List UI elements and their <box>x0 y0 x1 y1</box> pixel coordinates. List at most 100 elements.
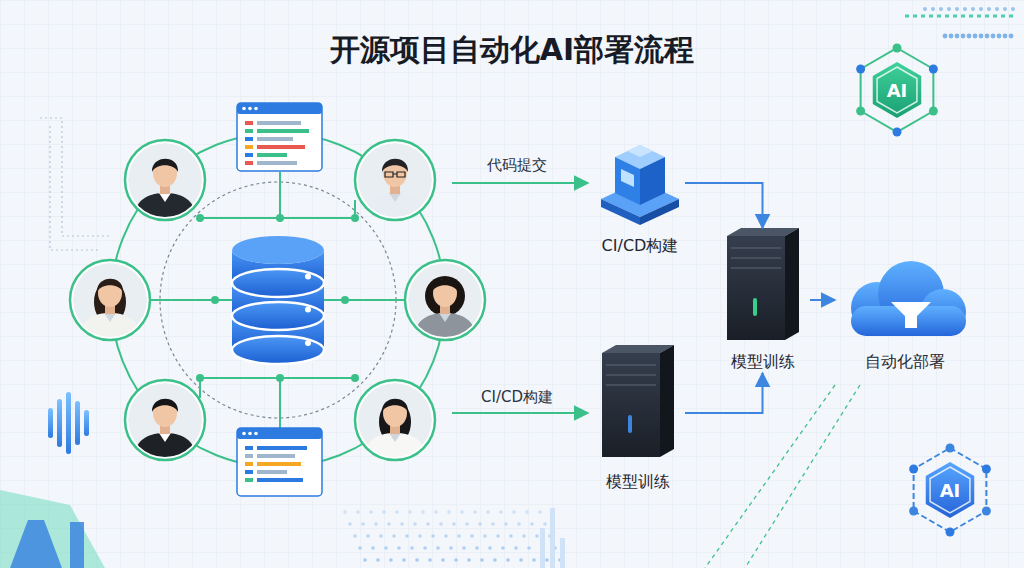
code-line <box>257 153 287 157</box>
server-front <box>602 353 660 457</box>
server-front <box>727 236 785 340</box>
decor-bar <box>560 538 565 568</box>
flow-arrow <box>685 373 763 413</box>
person-avatar <box>355 140 435 220</box>
decor-dot-grid <box>441 558 445 562</box>
badge-node <box>909 465 918 474</box>
server-side <box>785 228 799 340</box>
code-line <box>257 462 301 466</box>
decor-dot-grid <box>512 510 516 514</box>
decor-dot-grid <box>384 546 388 550</box>
badge-node <box>893 128 902 137</box>
leader-arrow <box>452 182 588 184</box>
decor-dot-grid <box>538 510 542 514</box>
server-slot <box>606 384 656 385</box>
collar <box>439 313 451 322</box>
code-line <box>245 470 253 474</box>
decor-dot-grid <box>530 522 534 526</box>
decor-dot-grid <box>358 546 362 550</box>
decor-dot <box>949 34 954 39</box>
code-line <box>245 145 253 149</box>
decor-dot-grid <box>465 522 469 526</box>
platform-side <box>601 199 640 225</box>
code-line <box>257 470 287 474</box>
decor-dot <box>963 7 967 11</box>
database-top <box>232 236 324 264</box>
database-light <box>305 340 311 346</box>
decor-dot <box>985 34 990 39</box>
server-box: 模型训练 <box>590 345 685 493</box>
decor-dot-grid <box>343 510 347 514</box>
decor-dot <box>997 34 1002 39</box>
decor-dot <box>955 34 960 39</box>
avatar-ring <box>125 380 205 460</box>
decor-dot-grid <box>532 558 536 562</box>
cube-tab <box>627 145 653 157</box>
decor-dot-grid <box>491 522 495 526</box>
code-line <box>245 446 253 450</box>
code-line <box>257 129 309 133</box>
decor-dot <box>931 7 935 11</box>
collar <box>159 433 171 442</box>
wire-dot <box>196 374 204 382</box>
sound-bar <box>84 410 89 436</box>
decor-dot <box>991 34 996 39</box>
platform-side <box>640 199 679 225</box>
cloud-box: 自动化部署 <box>835 258 975 373</box>
code-window <box>237 103 322 171</box>
server-slot <box>731 267 781 268</box>
badge-node <box>982 507 991 516</box>
code-window <box>237 428 322 496</box>
body <box>363 433 427 460</box>
decor-dot <box>1009 34 1014 39</box>
avatar-ring <box>355 380 435 460</box>
decor-dot-grid <box>470 534 474 538</box>
cloud-shape <box>851 261 966 336</box>
window-dot <box>254 432 258 436</box>
ring-outline <box>111 133 445 467</box>
body <box>413 313 477 340</box>
decor-dot-grid <box>371 546 375 550</box>
collar <box>389 193 401 202</box>
server-indicator <box>753 298 757 316</box>
decor-dot-grid <box>460 510 464 514</box>
decor-dot-grid <box>496 534 500 538</box>
decor-dot <box>973 34 978 39</box>
code-line <box>245 129 253 133</box>
decor-dot-grid <box>439 522 443 526</box>
decor-dot-grid <box>457 534 461 538</box>
decor-dot <box>979 34 984 39</box>
person-avatar <box>355 380 435 460</box>
decor-dot-grid <box>454 558 458 562</box>
decor-dot-grid <box>421 510 425 514</box>
decor-dot <box>1011 7 1015 11</box>
server-box: 模型训练 <box>715 228 810 373</box>
decor-dot-grid <box>506 558 510 562</box>
diagram-title: 开源项目自动化AI部署流程 <box>162 30 862 70</box>
decor-dot-grid <box>410 546 414 550</box>
decorations <box>0 7 1015 568</box>
body <box>78 313 142 340</box>
sound-bar <box>48 408 53 438</box>
decor-dot-grid <box>413 522 417 526</box>
decor-dotted-line <box>40 118 112 250</box>
decor-dot-grid <box>493 558 497 562</box>
code-line <box>245 161 253 165</box>
flow-arrow <box>685 183 763 228</box>
server-slot <box>606 364 656 365</box>
avatar-image <box>128 383 202 460</box>
code-line <box>257 454 295 458</box>
wire-dot <box>276 374 284 382</box>
decor-dot-grid <box>527 546 531 550</box>
arrow-label: CI/CD构建 <box>447 386 587 408</box>
decor-dot <box>923 7 927 11</box>
body <box>133 433 197 460</box>
collar <box>389 433 401 442</box>
decor-dot-grid <box>353 534 357 538</box>
decor-dot-grid <box>467 558 471 562</box>
decor-dot-grid <box>363 558 367 562</box>
arrow-label: 代码提交 <box>447 154 587 176</box>
code-line <box>257 137 293 141</box>
database-light <box>305 274 311 280</box>
